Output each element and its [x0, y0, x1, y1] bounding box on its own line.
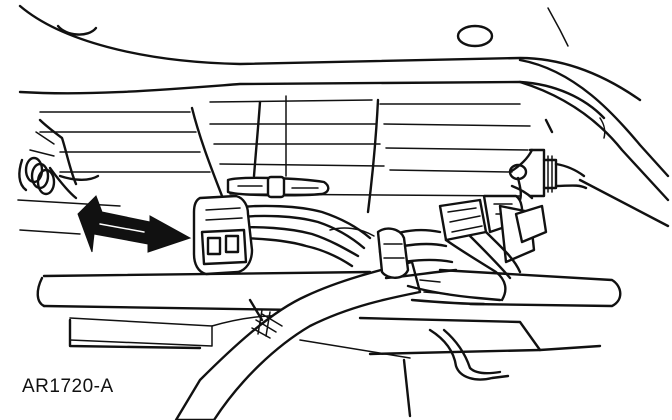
arrow-shape [77, 195, 192, 253]
frame-rail [518, 58, 670, 228]
wire-clamp [376, 227, 410, 279]
target-electrical-connector [192, 194, 254, 276]
figure-reference-label: AR1720-A [22, 376, 114, 397]
coil-spring [18, 118, 100, 200]
lower-chassis-plate [68, 298, 602, 418]
mounting-hole [456, 24, 494, 48]
harness-clip [226, 175, 330, 199]
connector-terminal-left [206, 236, 222, 256]
locator-arrow [77, 195, 192, 253]
mounting-hole-upper-left [56, 24, 98, 36]
support-rods [190, 95, 380, 214]
right-boot-bellows [508, 118, 588, 200]
right-connector-assembly [406, 163, 548, 306]
wire-bundle [230, 204, 458, 280]
upper-body-panel [18, 4, 642, 120]
connector-terminal-right [224, 234, 240, 254]
main-wiring-harness [174, 260, 422, 420]
